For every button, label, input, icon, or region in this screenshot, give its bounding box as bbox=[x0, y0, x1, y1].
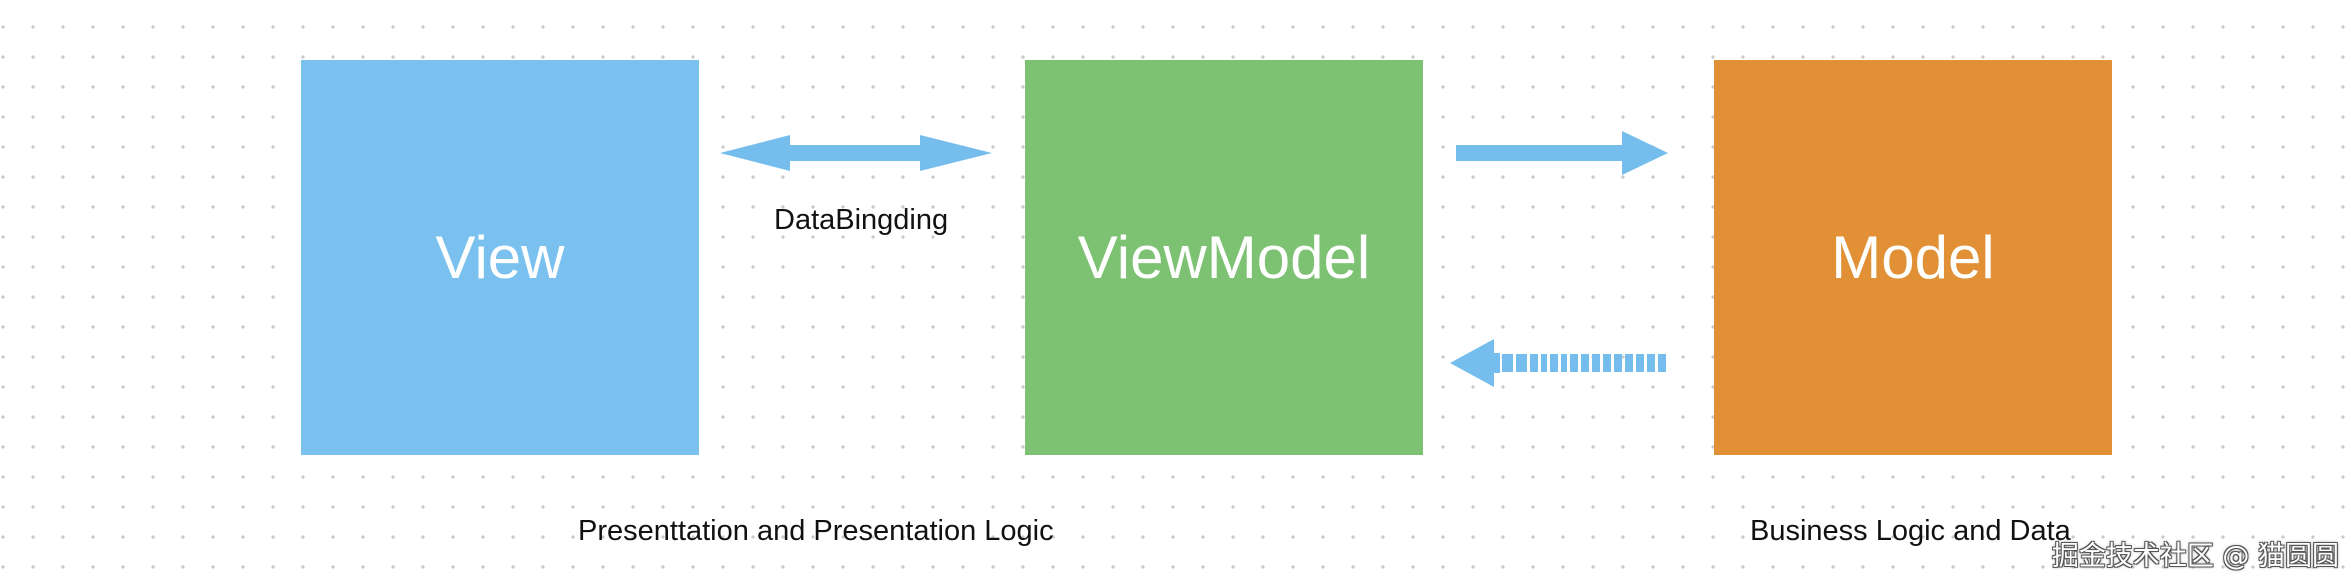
viewmodel-box-label: ViewModel bbox=[1077, 224, 1371, 291]
business-layer-label: Business Logic and Data bbox=[1750, 515, 2071, 547]
model-to-viewmodel-arrow bbox=[1450, 339, 1666, 387]
presentation-layer-label: Presenttation and Presentation Logic bbox=[578, 515, 1054, 547]
view-box-label: View bbox=[435, 224, 565, 291]
watermark: 掘金技术社区 @ 猫圆圆 bbox=[2051, 541, 2339, 572]
model-box: Model bbox=[1714, 60, 2112, 455]
data-binding-label: DataBingding bbox=[774, 204, 949, 236]
viewmodel-box: ViewModel bbox=[1025, 60, 1423, 455]
model-box-label: Model bbox=[1831, 224, 1995, 291]
view-box: View bbox=[301, 60, 699, 455]
data-binding-arrow bbox=[720, 135, 992, 171]
viewmodel-to-model-arrow bbox=[1456, 131, 1668, 175]
